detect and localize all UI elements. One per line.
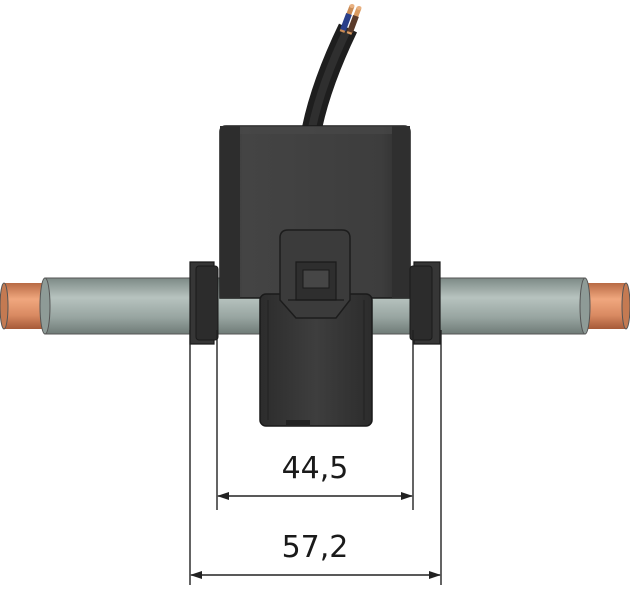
flange-left (189, 261, 219, 345)
copper-conductor-left-end (0, 282, 9, 330)
transformer-housing (219, 125, 411, 299)
flange-right (409, 261, 441, 345)
dimension-inner: 44,5 (217, 451, 413, 500)
copper-conductor-right-end (621, 282, 630, 330)
extension-lines (189, 330, 442, 585)
dimension-outer: 57,2 (190, 530, 441, 579)
split-core-lower (259, 293, 373, 427)
dimension-inner-label: 44,5 (282, 451, 349, 486)
latch-clip (279, 229, 351, 319)
dimension-outer-label: 57,2 (282, 530, 349, 565)
cable-wires (339, 4, 362, 35)
signal-cable (302, 4, 362, 131)
